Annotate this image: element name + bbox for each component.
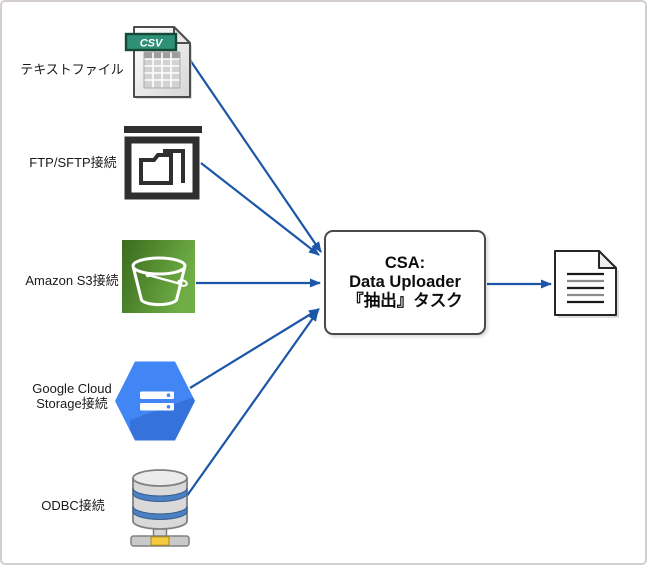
csv-table-grid — [143, 51, 181, 89]
ftp-folder — [139, 153, 173, 185]
ftp-frame — [124, 136, 200, 200]
task-node-line1: CSA: — [384, 254, 426, 272]
arrow-ftp-to-task — [200, 162, 320, 256]
ftp-top-bar — [124, 126, 202, 133]
label-odbc: ODBC接続 — [41, 498, 105, 513]
gcs-hexagon — [115, 361, 195, 441]
csv-file-icon: CSV — [124, 26, 192, 99]
db-base-plug — [150, 536, 170, 546]
arrow-gcs-to-task — [189, 308, 320, 389]
database-icon — [130, 469, 190, 547]
db-band-1 — [132, 487, 188, 502]
csv-banner-text: CSV — [140, 38, 164, 50]
label-text-file: テキストファイル — [20, 62, 124, 77]
s3-bucket-handle — [145, 272, 188, 287]
arrow-layer — [178, 59, 552, 508]
label-amazon-s3: Amazon S3接続 — [25, 273, 119, 288]
arrow-odbc-to-task — [178, 310, 319, 508]
label-google-cloud-storage: Google Cloud Storage接続 — [7, 381, 137, 411]
csv-banner — [124, 32, 178, 52]
ftp-folder-bracket — [163, 149, 185, 183]
gcs-bars — [140, 391, 174, 411]
s3-bucket-icon — [122, 240, 195, 313]
s3-bucket — [131, 256, 187, 307]
label-gcs-line1: Google Cloud — [32, 381, 112, 396]
document-icon — [554, 250, 619, 318]
arrow-textfile-to-task — [189, 59, 322, 253]
db-cylinder-top — [132, 469, 188, 487]
document-fold — [598, 250, 617, 269]
task-node: CSA: Data Uploader 『抽出』タスク — [324, 230, 486, 335]
document-text-lines — [567, 272, 604, 304]
task-node-line3: 『抽出』タスク — [347, 292, 463, 310]
label-ftp-sftp: FTP/SFTP接続 — [29, 155, 117, 170]
folder-window-icon — [124, 126, 202, 200]
task-node-line2: Data Uploader — [349, 273, 461, 291]
db-band-2 — [132, 505, 188, 520]
label-gcs-line2: Storage接続 — [36, 396, 108, 411]
